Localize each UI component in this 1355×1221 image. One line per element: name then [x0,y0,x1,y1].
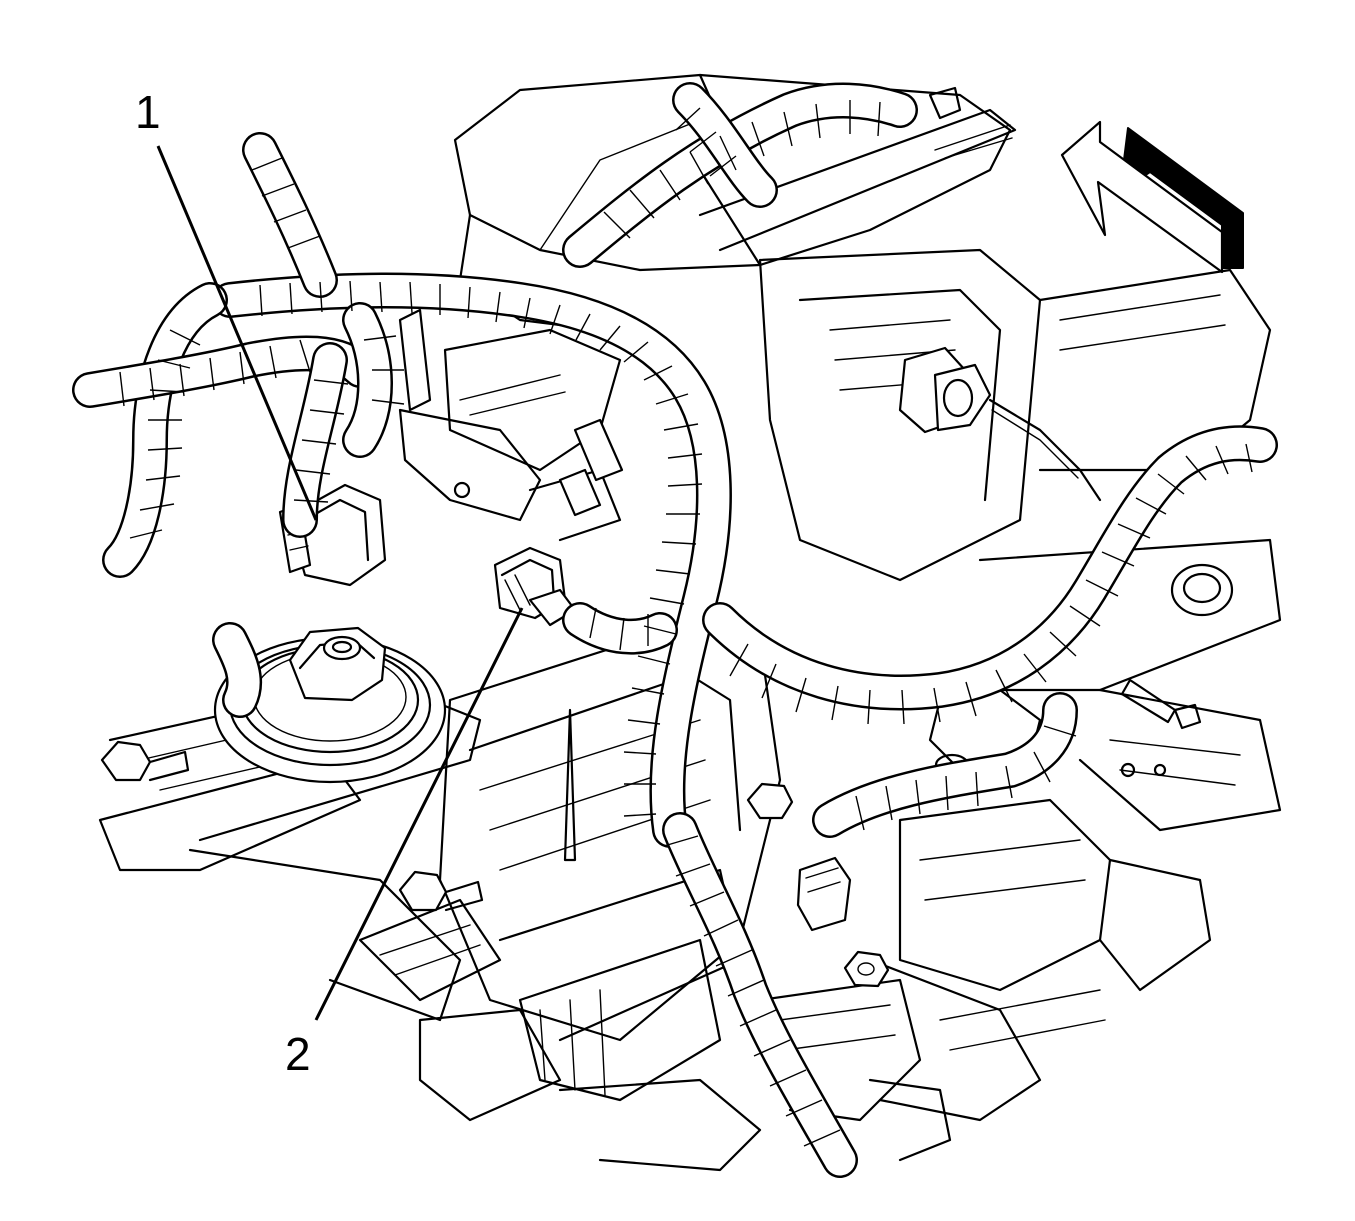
pulley-assembly [100,626,890,988]
connector-right [796,346,1102,932]
front-arrow-icon [1060,120,1244,274]
connector-2 [493,546,577,627]
sensor-bracket [398,308,624,542]
callout-1-label: 1 [135,86,161,138]
callout-2-label: 2 [285,1028,311,1080]
wiring-harness [72,82,1278,1178]
callout-1: 1 [135,86,318,521]
callout-2: 2 [285,607,524,1080]
